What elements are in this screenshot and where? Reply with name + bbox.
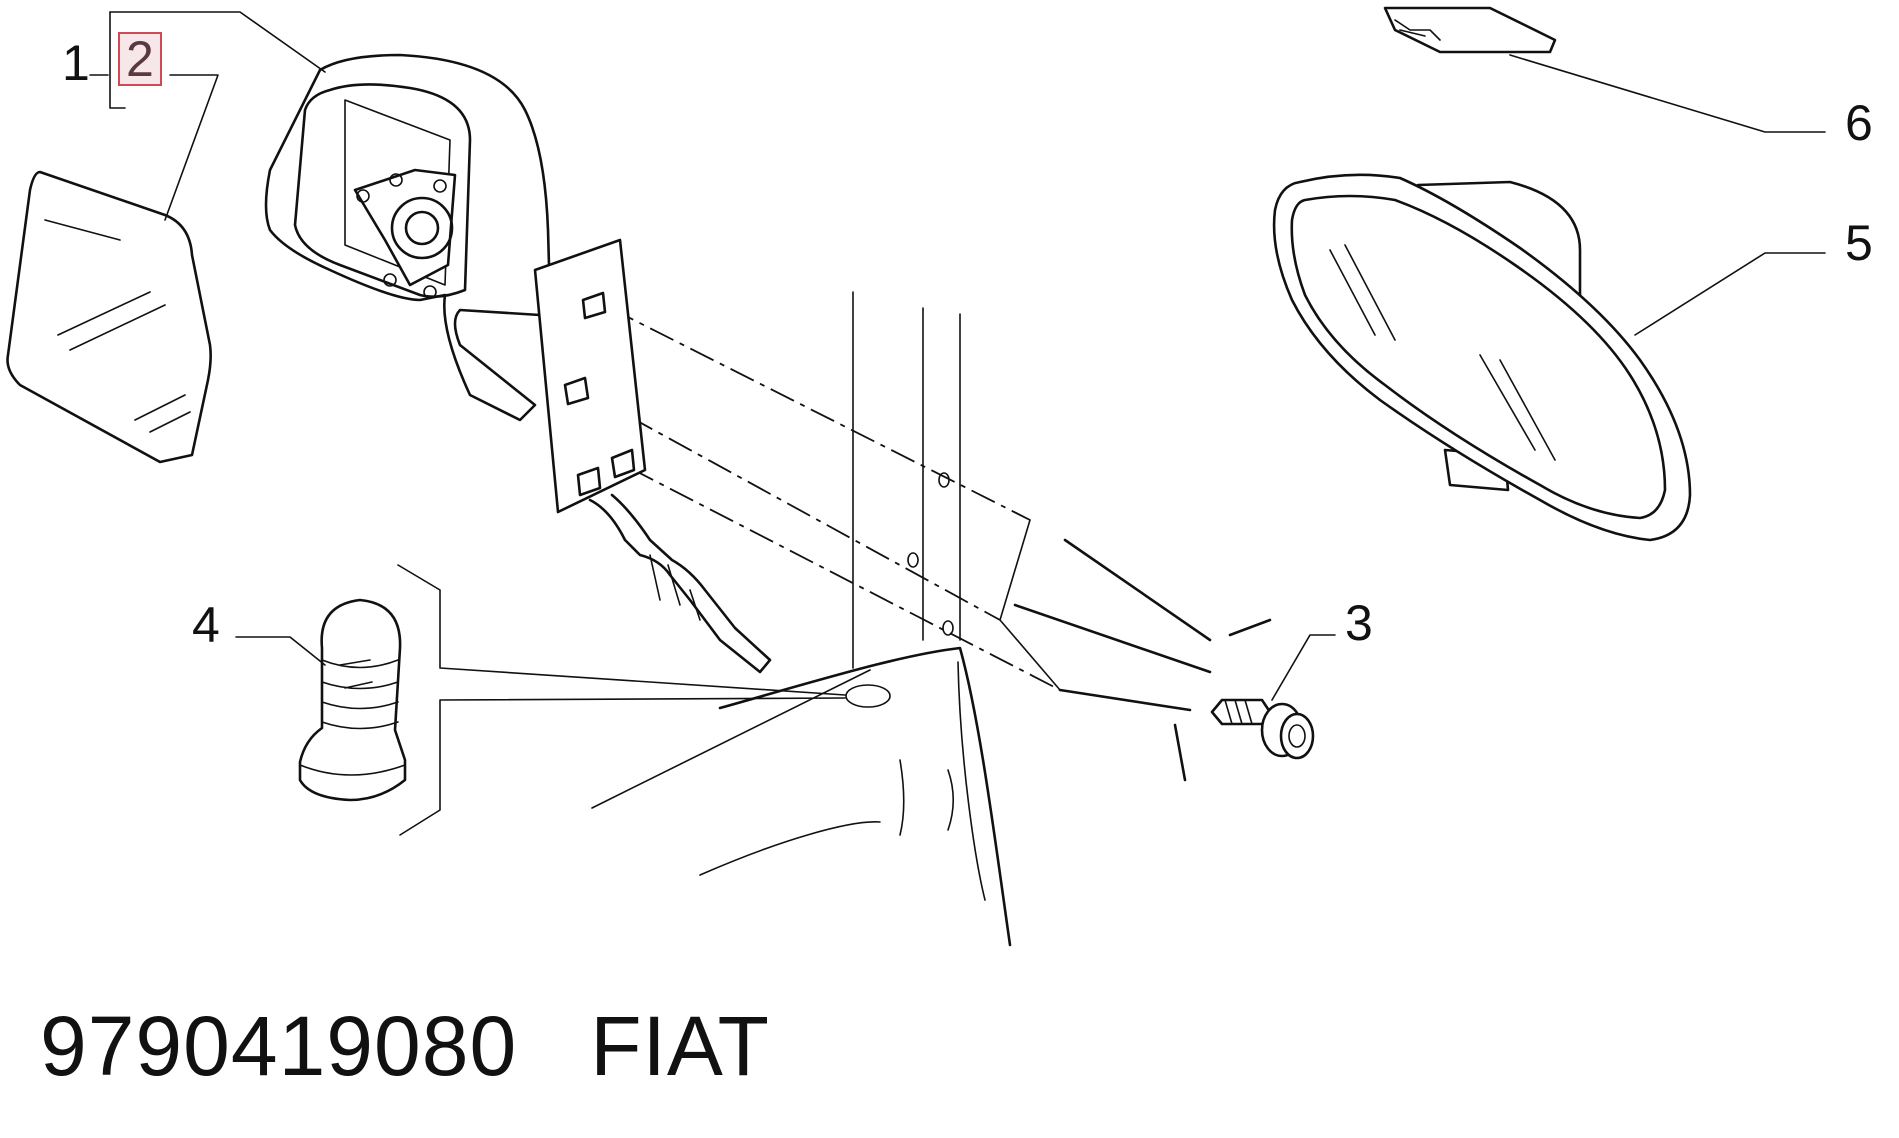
door-frame <box>591 291 1272 947</box>
screw <box>1210 698 1315 760</box>
callout-4: 4 <box>192 597 220 653</box>
callout-2: 2 <box>118 32 162 86</box>
mirror-glass <box>6 170 212 464</box>
rearview-mirror <box>1272 173 1692 542</box>
footer-caption: 9790419080 FIAT <box>40 998 770 1095</box>
door-mirror-housing <box>264 53 772 674</box>
brand-name: FIAT <box>590 999 770 1093</box>
grommet-plug <box>298 598 407 802</box>
callout-3: 3 <box>1345 595 1373 651</box>
assembly-lines <box>589 307 1061 691</box>
part-number: 9790419080 <box>40 999 518 1093</box>
leader-lines <box>89 11 1826 836</box>
callout-1: 1 <box>62 35 90 91</box>
callout-5: 5 <box>1845 215 1873 271</box>
cover-cap <box>1383 6 1557 54</box>
callout-6: 6 <box>1845 95 1873 151</box>
